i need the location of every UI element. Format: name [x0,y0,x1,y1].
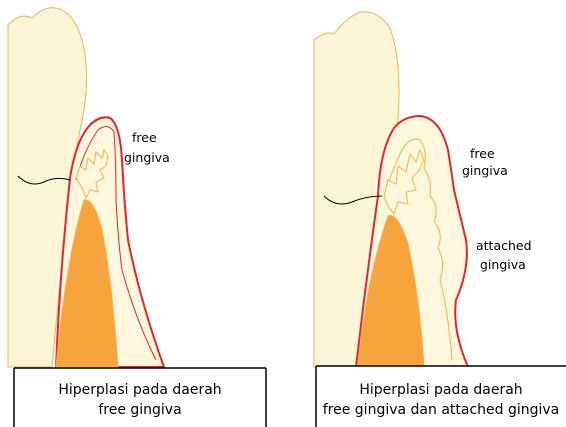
label-gingiva: gingiva [462,163,508,178]
label-free: free [132,130,157,145]
label-free: free [470,146,495,161]
panel-free-and-attached-gingiva: free gingiva attached gingiva Hiperplasi… [314,12,566,427]
caption-line-1: Hiperplasi pada daerah [58,382,221,398]
label-gingiva: gingiva [124,150,170,165]
panel-free-gingiva: free gingiva Hiperplasi pada daerah free… [8,8,266,427]
caption-line-1: Hiperplasi pada daerah [359,382,522,398]
label-attached-gingiva: gingiva [480,257,526,272]
label-attached: attached [476,238,532,253]
caption-line-2: free gingiva [98,402,181,418]
caption-line-2: free gingiva dan attached gingiva [323,402,560,418]
